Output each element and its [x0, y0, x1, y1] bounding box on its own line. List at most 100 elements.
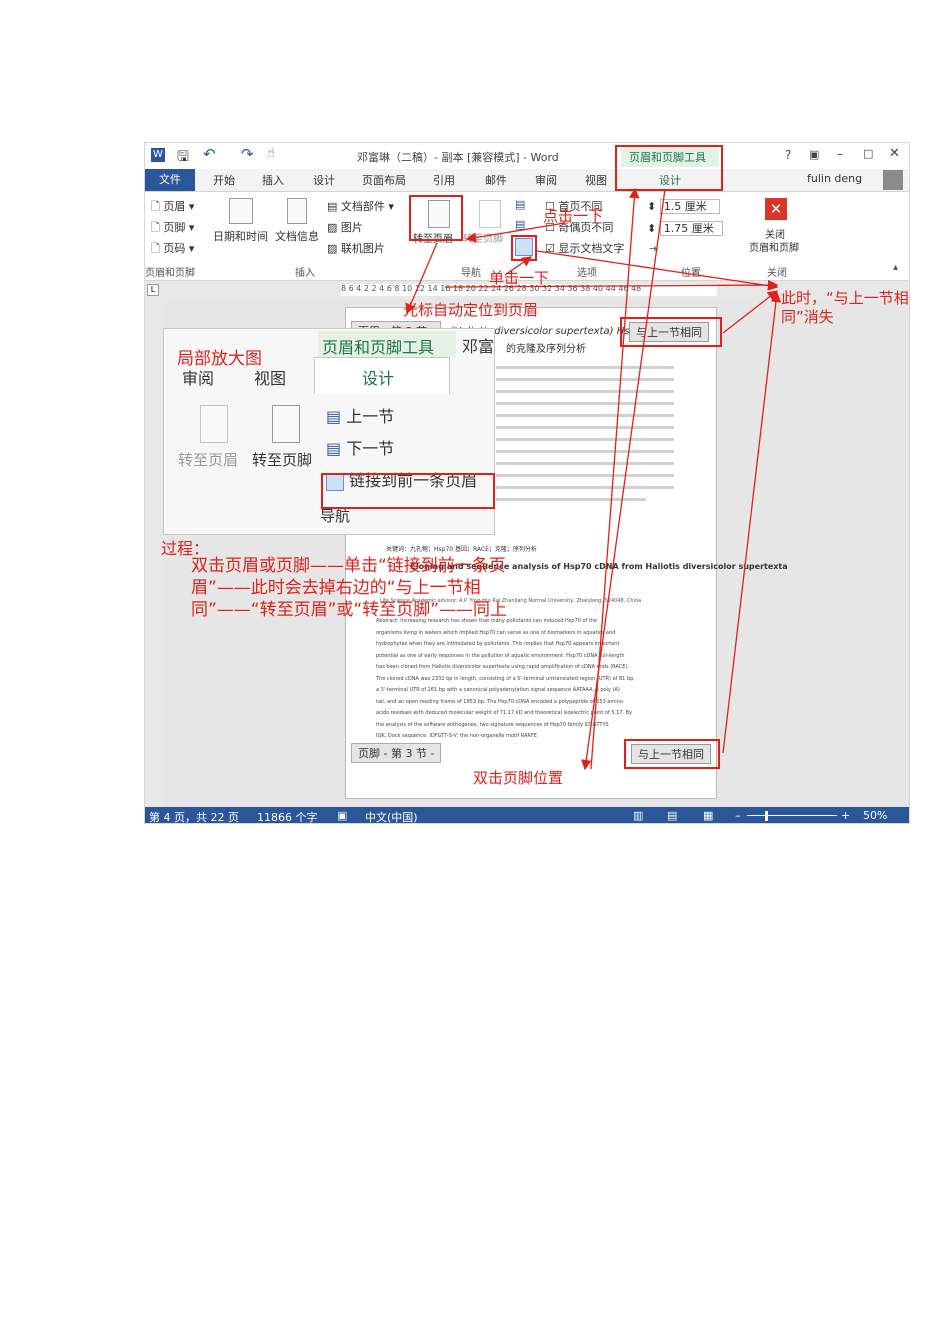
tab-design-hf[interactable]: 设计 [659, 174, 681, 187]
doc-parts-button[interactable]: ▤ 文档部件 ▾ [327, 200, 394, 213]
page-number-label: 页码 [163, 242, 186, 255]
contextual-tab-header: 页眉和页脚工具 [621, 145, 719, 167]
first-page-different-checkbox[interactable]: ☐ 首页不同 [545, 200, 603, 213]
picture-button[interactable]: ▨ 图片 [327, 221, 363, 234]
arrow-click-link [504, 256, 533, 276]
calendar-icon [229, 198, 253, 224]
odd-even-different-checkbox[interactable]: ☐ 奇偶页不同 [545, 221, 614, 234]
redo-icon[interactable]: ↷ [241, 145, 254, 163]
save-icon[interactable]: 🖫 [177, 149, 189, 165]
link-to-previous-icon[interactable] [515, 238, 533, 256]
tab-insert[interactable]: 插入 [262, 174, 284, 187]
zoom-tab-design[interactable]: 设计 [362, 369, 395, 388]
zoom-goto-footer-icon [272, 405, 300, 443]
arrow-link-to-note [536, 250, 779, 291]
tab-file[interactable]: 文件 [145, 169, 195, 191]
tab-references[interactable]: 引用 [433, 174, 455, 187]
online-picture-button[interactable]: ▨ 联机图片 [327, 242, 385, 255]
header-text[interactable]: (Haliotis diversicolor supertexta) Hsp70 [450, 326, 649, 337]
date-time-button[interactable]: 日期和时间 [213, 230, 268, 243]
prev-section-icon[interactable]: ▤ [515, 198, 526, 211]
zoom-out-icon[interactable]: – [735, 809, 741, 822]
footer-position-field[interactable]: ⬍ 1.75 厘米 [647, 220, 723, 236]
show-doc-text-label: 显示文档文字 [558, 242, 625, 255]
read-mode-icon[interactable]: ▥ [633, 809, 644, 822]
highlight-design-tab [615, 145, 723, 191]
print-layout-icon[interactable]: ▤ [667, 809, 678, 822]
abstract-line: the analysis of the software anthogenes,… [376, 721, 609, 728]
zoom-in-icon[interactable]: + [841, 809, 851, 822]
tab-selector-icon[interactable]: L [147, 284, 159, 296]
help-icon[interactable]: ? [785, 148, 792, 162]
prev-section-icon: ▤ [326, 407, 342, 426]
zoom-prev-section[interactable]: ▤ 上一节 [326, 403, 394, 427]
annotation-click-mid: 单击一下 [489, 269, 550, 287]
group-header-footer: 页眉和页脚 [145, 268, 195, 279]
tab-view[interactable]: 视图 [585, 174, 607, 187]
close-hf-icon[interactable]: ✕ [765, 198, 787, 220]
zoom-slider-thumb[interactable] [765, 811, 768, 821]
avatar[interactable] [883, 170, 903, 190]
close-hf-label-2[interactable]: 页眉和页脚 [749, 243, 799, 254]
page-number-button[interactable]: 🗋 页码 ▾ [151, 242, 195, 255]
zoom-next-section-label: 下一节 [346, 439, 395, 458]
word-screenshot: W 🖫 ↶ ↷ ☝ 邓富琳（二稿）- 副本 [兼容模式] - Word 页眉和页… [144, 142, 910, 824]
maximize-icon[interactable]: □ [863, 147, 874, 160]
header-button[interactable]: 🗋 页眉 ▾ [151, 200, 195, 213]
zoom-goto-header[interactable]: 转至页眉 [178, 451, 239, 469]
web-layout-icon[interactable]: ▦ [703, 809, 714, 822]
ribbon-display-icon[interactable]: ▣ [809, 148, 820, 161]
footer-button-label: 页脚 [163, 221, 186, 234]
same-as-previous-header: 与上一节相同 [629, 322, 709, 342]
annotation-dblclick-footer: 双击页脚位置 [473, 769, 564, 787]
group-close: 关闭 [767, 268, 787, 279]
close-window-icon[interactable]: ✕ [889, 146, 900, 161]
picture-label: 图片 [340, 221, 363, 234]
collapse-ribbon-icon[interactable]: ▴ [893, 262, 899, 273]
title-bar: W 🖫 ↶ ↷ ☝ 邓富琳（二稿）- 副本 [兼容模式] - Word 页眉和页… [145, 143, 909, 169]
abstract-line: The cloned cDNA was 2332 bp in length, c… [376, 675, 635, 682]
goto-footer-icon [479, 200, 501, 228]
minimize-icon[interactable]: – [837, 147, 843, 161]
zoom-next-section[interactable]: ▤ 下一节 [326, 435, 394, 459]
zoom-link-previous[interactable]: 链接到前一条页眉 [326, 467, 477, 491]
undo-icon[interactable]: ↶ [203, 145, 216, 163]
tab-review[interactable]: 审阅 [535, 174, 557, 187]
arrow-footer-same-to-note [722, 291, 782, 754]
english-title: Cloning and sequence analysis of Hsp70 c… [410, 562, 788, 571]
header-position-field[interactable]: ⬍ 1.5 厘米 [647, 198, 720, 214]
next-section-icon[interactable]: ▤ [515, 218, 526, 231]
highlight-same-footer [624, 739, 720, 769]
group-insert: 插入 [295, 268, 315, 279]
zoom-level[interactable]: 50% [863, 809, 888, 822]
footer-section-tab[interactable]: 页脚 - 第 3 节 - [351, 743, 442, 763]
touch-mode-icon[interactable]: ☝ [267, 146, 275, 161]
footer-button[interactable]: 🗋 页脚 ▾ [151, 221, 195, 234]
page-count[interactable]: 第 4 页，共 22 页 [149, 811, 239, 824]
header-position-value: 1.5 厘米 [659, 199, 720, 214]
english-author: Life Science Academic advisor: A.P. Ying… [380, 598, 642, 604]
insert-align-tab-icon[interactable]: ⇥ [649, 242, 659, 255]
same-as-previous-footer: 与上一节相同 [631, 744, 711, 764]
tab-design-doc[interactable]: 设计 [313, 174, 335, 187]
status-bar: 第 4 页，共 22 页 11866 个字 ▣ 中文(中国) ▥ ▤ ▦ – +… [145, 807, 909, 824]
close-hf-label-1[interactable]: 关闭 [765, 230, 785, 241]
page-title-partial: 的克隆及序列分析 [506, 344, 586, 355]
proofing-icon[interactable]: ▣ [337, 809, 348, 822]
footer-icon: 🗋 [151, 221, 160, 234]
zoom-slider[interactable] [747, 815, 837, 816]
goto-footer-button[interactable]: 转至页脚 [463, 234, 503, 245]
zoom-goto-footer[interactable]: 转至页脚 [252, 451, 313, 469]
language[interactable]: 中文(中国) [365, 811, 418, 824]
doc-info-button[interactable]: 文档信息 [275, 230, 319, 243]
zoom-prev-section-label: 上一节 [346, 407, 395, 426]
tab-layout[interactable]: 页面布局 [362, 174, 406, 187]
zoom-tab-view[interactable]: 视图 [254, 369, 287, 388]
zoom-tab-review[interactable]: 审阅 [182, 369, 215, 388]
tab-home[interactable]: 开始 [213, 174, 235, 187]
tab-mailings[interactable]: 邮件 [485, 174, 507, 187]
vertical-ruler [145, 299, 163, 807]
word-count[interactable]: 11866 个字 [257, 811, 318, 824]
show-doc-text-checkbox[interactable]: ☑ 显示文档文字 [545, 242, 625, 255]
user-name[interactable]: fulin deng [807, 172, 863, 185]
